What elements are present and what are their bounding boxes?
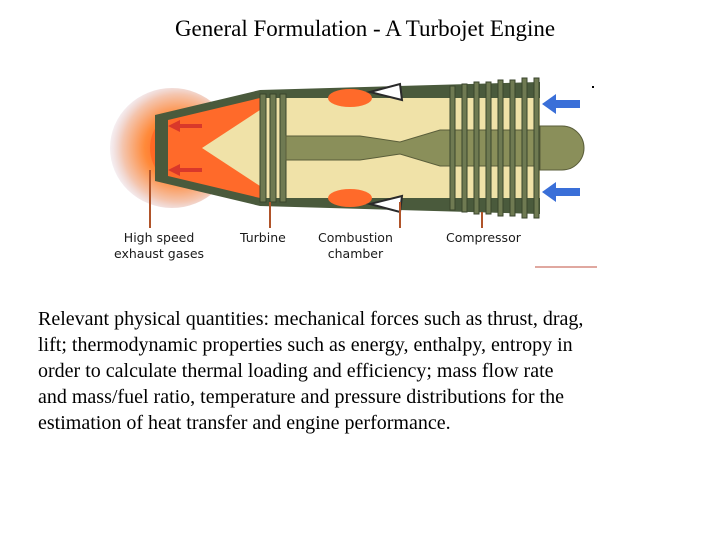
label-combustion-line2: chamber (327, 246, 384, 261)
decorative-underline (535, 266, 597, 268)
label-turbine: Turbine (240, 230, 286, 246)
description-line: estimation of heat transfer and engine p… (38, 412, 451, 434)
description-line: and mass/fuel ratio, temperature and pre… (38, 386, 564, 408)
description-paragraph: Relevant physical quantities: mechanical… (38, 306, 710, 436)
description-line: lift; thermodynamic properties such as e… (38, 334, 573, 356)
turbojet-engine-diagram: High speed exhaust gases Turbine Combust… (110, 70, 610, 275)
label-turbine-line1: Turbine (240, 230, 286, 245)
inlet-spinner (539, 125, 585, 171)
label-compressor: Compressor (446, 230, 521, 246)
inflow-arrows (542, 94, 580, 202)
label-exhaust: High speed exhaust gases (114, 230, 204, 262)
compressor-blades (449, 77, 540, 219)
page-title: General Formulation - A Turbojet Engine (174, 16, 556, 41)
label-exhaust-line2: exhaust gases (114, 246, 205, 261)
nozzle-cone (202, 110, 260, 186)
exhaust-arrows (168, 120, 202, 176)
label-compressor-line1: Compressor (446, 230, 521, 245)
description-line: order to calculate thermal loading and e… (38, 360, 554, 382)
description-line: Relevant physical quantities: mechanical… (38, 308, 584, 330)
label-exhaust-line1: High speed (123, 230, 195, 245)
decorative-mark (592, 86, 594, 88)
engine-illustration (110, 77, 597, 268)
label-combustion: Combustion chamber (318, 230, 393, 262)
turbine-blades (259, 93, 287, 203)
leader-lines (149, 170, 483, 228)
label-combustion-line1: Combustion (318, 230, 393, 245)
fuel-injectors (366, 82, 404, 214)
